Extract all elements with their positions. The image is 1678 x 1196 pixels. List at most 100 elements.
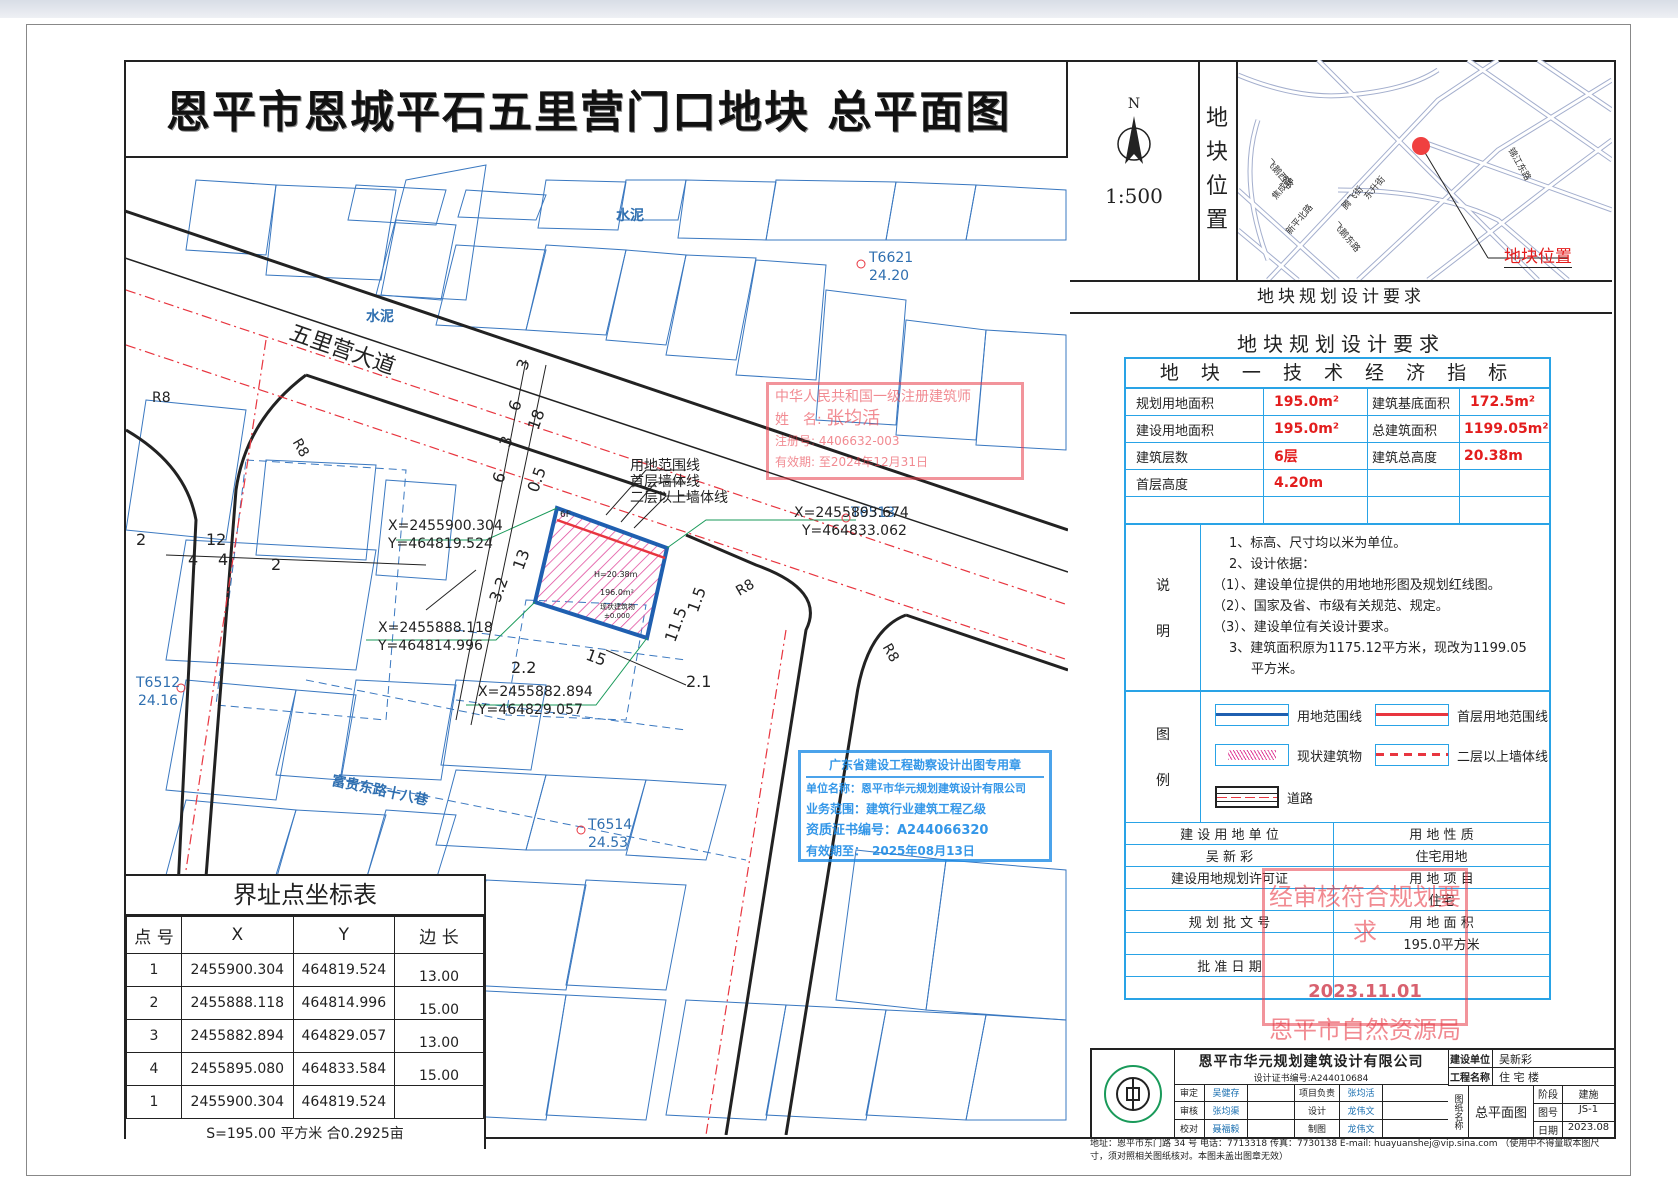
legend-section: 图 例 用地范围线 首层用地范围线 现状建筑物 二层以上墙体线 <box>1126 692 1549 823</box>
cell-y: 464819.524 <box>292 1085 396 1119</box>
legend-label: 现状建筑物 <box>1297 749 1363 765</box>
cell-y: 464814.996 <box>292 986 396 1020</box>
dim-label: 4 <box>218 550 229 569</box>
company-logo-icon <box>1104 1064 1162 1123</box>
role-label: 设计 <box>1295 1102 1340 1119</box>
project-row: 工程名称 住 宅 楼 <box>1448 1068 1614 1086</box>
cell-edge: 13.00 <box>394 1019 484 1053</box>
metric-label: 建筑层数 <box>1126 443 1264 469</box>
role-label: 项目负责 <box>1295 1084 1340 1101</box>
table-row: 批 准 日 期 <box>1126 955 1549 977</box>
metric-label: 规划用地面积 <box>1126 389 1264 415</box>
survey-stamp: 广东省建设工程勘察设计出图专用章 单位名称：恩平市华元规划建筑设计有限公司 业务… <box>798 750 1052 862</box>
cell-y: 464829.057 <box>292 1019 396 1053</box>
table-row: 首层高度 4.20m <box>1126 470 1549 497</box>
drawing-no-value: JS-1 <box>1578 1104 1599 1115</box>
signature <box>1383 1102 1448 1119</box>
company-cert: 设计证书编号:A244010684 <box>1253 1074 1369 1084</box>
location-label-char: 置 <box>1205 208 1228 233</box>
role-name: 吴健存 <box>1205 1084 1248 1101</box>
note-line: 1、标高、尺寸均以米为单位。 <box>1229 536 1407 551</box>
signature <box>1248 1084 1295 1101</box>
signature-grid: 审定 吴健存 项目负责 张均活 审核 张均渠 设计 龙伟文 校对 聂福毅 制图 … <box>1174 1084 1448 1137</box>
company-name-cell: 恩平市华元规划建筑设计有限公司 设计证书编号:A244010684 <box>1174 1050 1449 1085</box>
location-label-char: 位 <box>1205 174 1228 199</box>
info-cell <box>1126 889 1334 910</box>
coord-label-y: Y=464833.062 <box>802 523 907 539</box>
notes-text: 1、标高、尺寸均以米为单位。 2、设计依据： （1）、建设单位提供的用地地形图及… <box>1201 525 1549 690</box>
table-row: 吴 新 彩住宅用地 <box>1126 845 1549 867</box>
info-cell <box>1126 933 1334 954</box>
approval-stamp-text: 经审核符合规划要求 <box>1269 883 1461 946</box>
coord-table-title: 界址点坐标表 <box>126 876 484 916</box>
cell-point: 1 <box>126 953 182 987</box>
role-name: 张均渠 <box>1205 1102 1248 1119</box>
hatch-swatch-icon <box>1215 744 1289 766</box>
signature-row: 审定 吴健存 项目负责 张均活 <box>1174 1084 1448 1102</box>
metric-value-empty <box>1460 470 1549 496</box>
legend-item-existing-building: 现状建筑物 <box>1215 744 1362 766</box>
architect-stamp-reg: 注册号: 4406632-003 <box>775 434 900 448</box>
callout-first-floor-wall: 首层墙体线 <box>630 474 700 490</box>
site-plan-map: 五里营大道 富贵东路十八巷 水泥 水泥 T6621 24.20 T6513 T6… <box>126 160 1068 1135</box>
requirements-header: 地块规划设计要求 <box>1070 280 1612 314</box>
info-cell: 用 地 性 质 <box>1409 828 1474 843</box>
metric-label-empty <box>1368 470 1460 496</box>
info-cell: 住宅用地 <box>1415 850 1468 865</box>
metric-label: 建筑总高度 <box>1368 443 1460 469</box>
role-label: 审核 <box>1174 1102 1205 1119</box>
boundary-line-swatch-icon <box>1215 704 1289 726</box>
metric-value: 195.0m² <box>1264 416 1368 442</box>
project-label: 工程名称 <box>1448 1068 1493 1085</box>
coord-label-y: Y=464829.057 <box>478 702 583 718</box>
stage-label: 阶段 <box>1534 1086 1563 1103</box>
metric-value: 195.0m² <box>1264 389 1368 415</box>
architect-stamp-name: 姓 名: 张均活 <box>775 408 881 429</box>
tech-economic-table: 地 块 一 技 术 经 济 指 标 规划用地面积 195.0m² 建筑基底面积 … <box>1124 357 1551 1000</box>
building-floors: 6F <box>560 510 571 520</box>
coord-label-y: Y=464819.524 <box>388 536 493 552</box>
metric-label: 首层高度 <box>1126 470 1264 496</box>
land-info-table: 建 设 用 地 单 位用 地 性 质 吴 新 彩住宅用地 建设用地规划许可证用 … <box>1126 823 1549 998</box>
role-name: 张均活 <box>1340 1084 1383 1101</box>
benchmark-id: T6514 <box>588 817 633 833</box>
dim-label: 2 <box>271 555 282 574</box>
benchmark-id: T6621 <box>869 250 914 266</box>
metric-label: 建设用地面积 <box>1126 416 1264 442</box>
road-swatch-icon <box>1215 786 1279 808</box>
requirements-title: 地块规划设计要求 <box>1237 332 1445 356</box>
dim-label: 2 <box>136 530 147 549</box>
legend-item-first-floor: 首层用地范围线 <box>1375 704 1548 726</box>
date-value: 2023.08 <box>1567 1122 1610 1133</box>
location-pin-icon <box>1412 137 1430 155</box>
cell-x: 2455900.304 <box>181 953 294 987</box>
architect-stamp-valid: 有效期: 至2024年12月31日 <box>775 455 928 469</box>
location-label-char: 块 <box>1205 140 1228 165</box>
cell-point: 1 <box>126 1085 182 1119</box>
info-cell: 用 地 项 目 <box>1409 872 1474 887</box>
note-line: 平方米。 <box>1251 662 1304 677</box>
cell-y: 464819.524 <box>292 953 396 987</box>
info-cell: 建 设 用 地 单 位 <box>1126 823 1334 844</box>
date-label: 日期 <box>1534 1122 1563 1138</box>
survey-stamp-cert: 资质证书编号：A244066320 <box>806 823 989 838</box>
role-label: 校对 <box>1174 1120 1205 1137</box>
signature <box>1248 1120 1295 1137</box>
table-row: 规 划 批 文 号用 地 面 积 <box>1126 911 1549 933</box>
empty-cell <box>1126 497 1264 523</box>
drawing-no-label: 图号 <box>1534 1104 1563 1121</box>
radius-label: R8 <box>152 390 171 406</box>
coord-table-summary: S=195.00 平方米 合0.2925亩 <box>206 1126 404 1142</box>
cell-x: 2455888.118 <box>181 986 294 1020</box>
drawing-title: 恩平市恩城平石五里营门口地块 总平面图 <box>166 87 1012 138</box>
header-y: Y <box>292 916 396 954</box>
svg-text:飞鹅东路: 飞鹅东路 <box>1331 219 1363 254</box>
building-height: H=20.38m <box>594 570 638 579</box>
metric-value: 1199.05m² <box>1464 421 1549 437</box>
coord-table-header: 点 号 X Y 边 长 <box>126 916 484 954</box>
